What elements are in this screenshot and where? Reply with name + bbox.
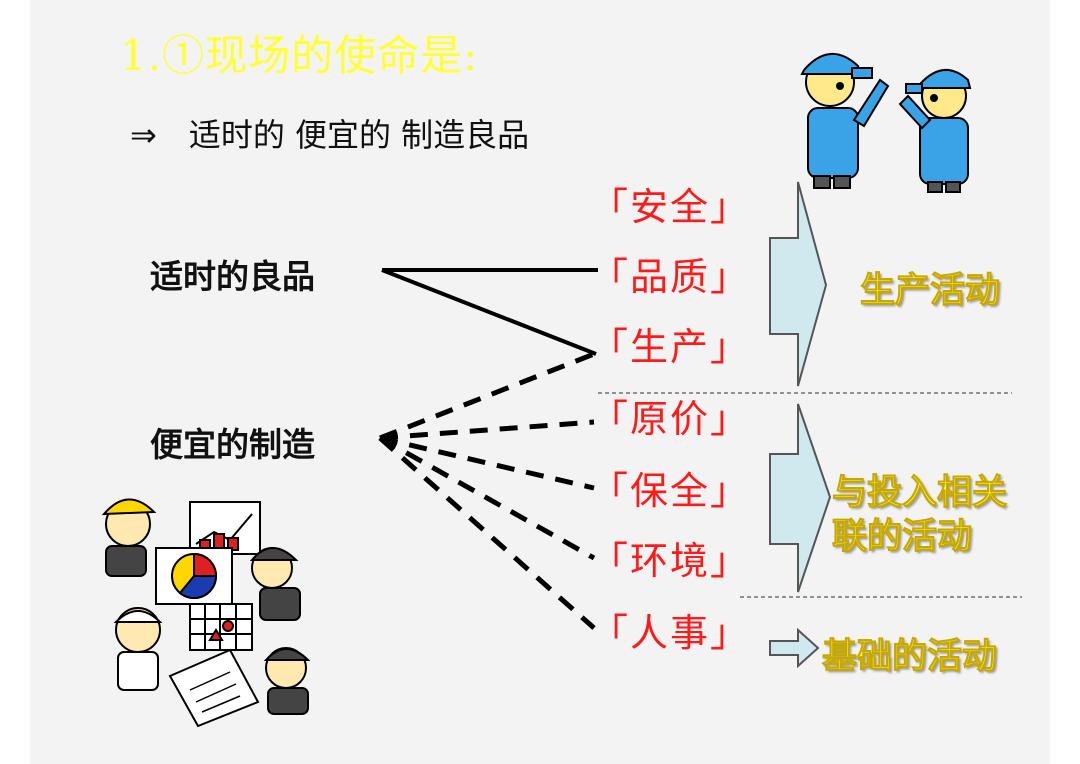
item-maintenance: 「保全」 <box>590 469 751 513</box>
block-arrow-input <box>769 403 832 593</box>
item-cost: 「原价」 <box>590 397 751 441</box>
item-personnel: 「人事」 <box>590 611 751 655</box>
slide-title: 1.①现场的使命是: <box>120 31 479 80</box>
outcome-basic-activity: 基础的活动 <box>821 637 998 678</box>
dashed-connector-cost <box>379 419 595 441</box>
item-production: 「生产」 <box>590 325 751 369</box>
outcome-production-activity: 生产活动 <box>859 271 1001 312</box>
outcome-input-activity-line2: 联的活动 <box>831 517 973 558</box>
small-arrow-basic <box>769 627 820 669</box>
slide-subtitle: ⇒ 适时的 便宜的 制造良品 <box>130 116 530 154</box>
dashed-connector-personnel <box>378 436 596 630</box>
label-good-products: 适时的良品 <box>150 257 315 296</box>
label-cheap-manufacturing: 便宜的制造 <box>150 425 315 464</box>
item-environment: 「环境」 <box>590 539 751 583</box>
two-workers-pointing-illustration <box>800 52 972 193</box>
dashed-connector-environment <box>378 435 596 561</box>
dashed-connector-maintenance <box>379 435 595 491</box>
team-meeting-charts-illustration <box>101 498 311 728</box>
item-quality: 「品质」 <box>590 255 751 299</box>
dashed-connector-production <box>379 351 595 441</box>
outcome-input-activity-line1: 与投入相关 <box>831 473 1008 514</box>
item-safety: 「安全」 <box>590 185 751 229</box>
dashed-connectors <box>378 351 596 630</box>
block-arrow-production <box>769 181 828 387</box>
solid-connector-production <box>381 268 597 356</box>
